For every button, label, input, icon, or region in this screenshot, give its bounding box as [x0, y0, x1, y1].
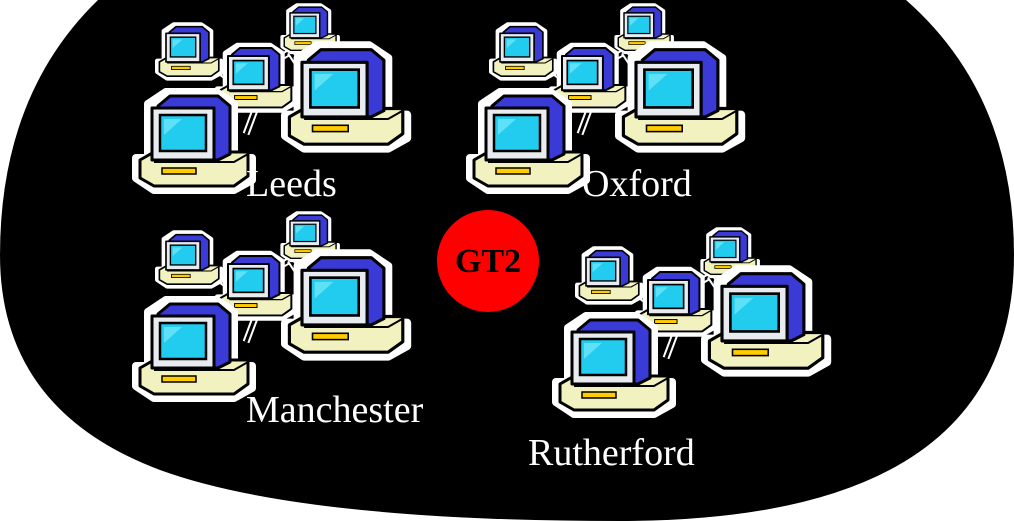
gt2-hub [437, 210, 539, 312]
site-label-leeds: Leeds [246, 163, 337, 205]
hub-label: GT2 [454, 243, 522, 280]
site-label-oxford: Oxford [582, 163, 692, 205]
site-label-rutherford: Rutherford [528, 432, 695, 474]
site-label-manchester: Manchester [246, 389, 424, 431]
